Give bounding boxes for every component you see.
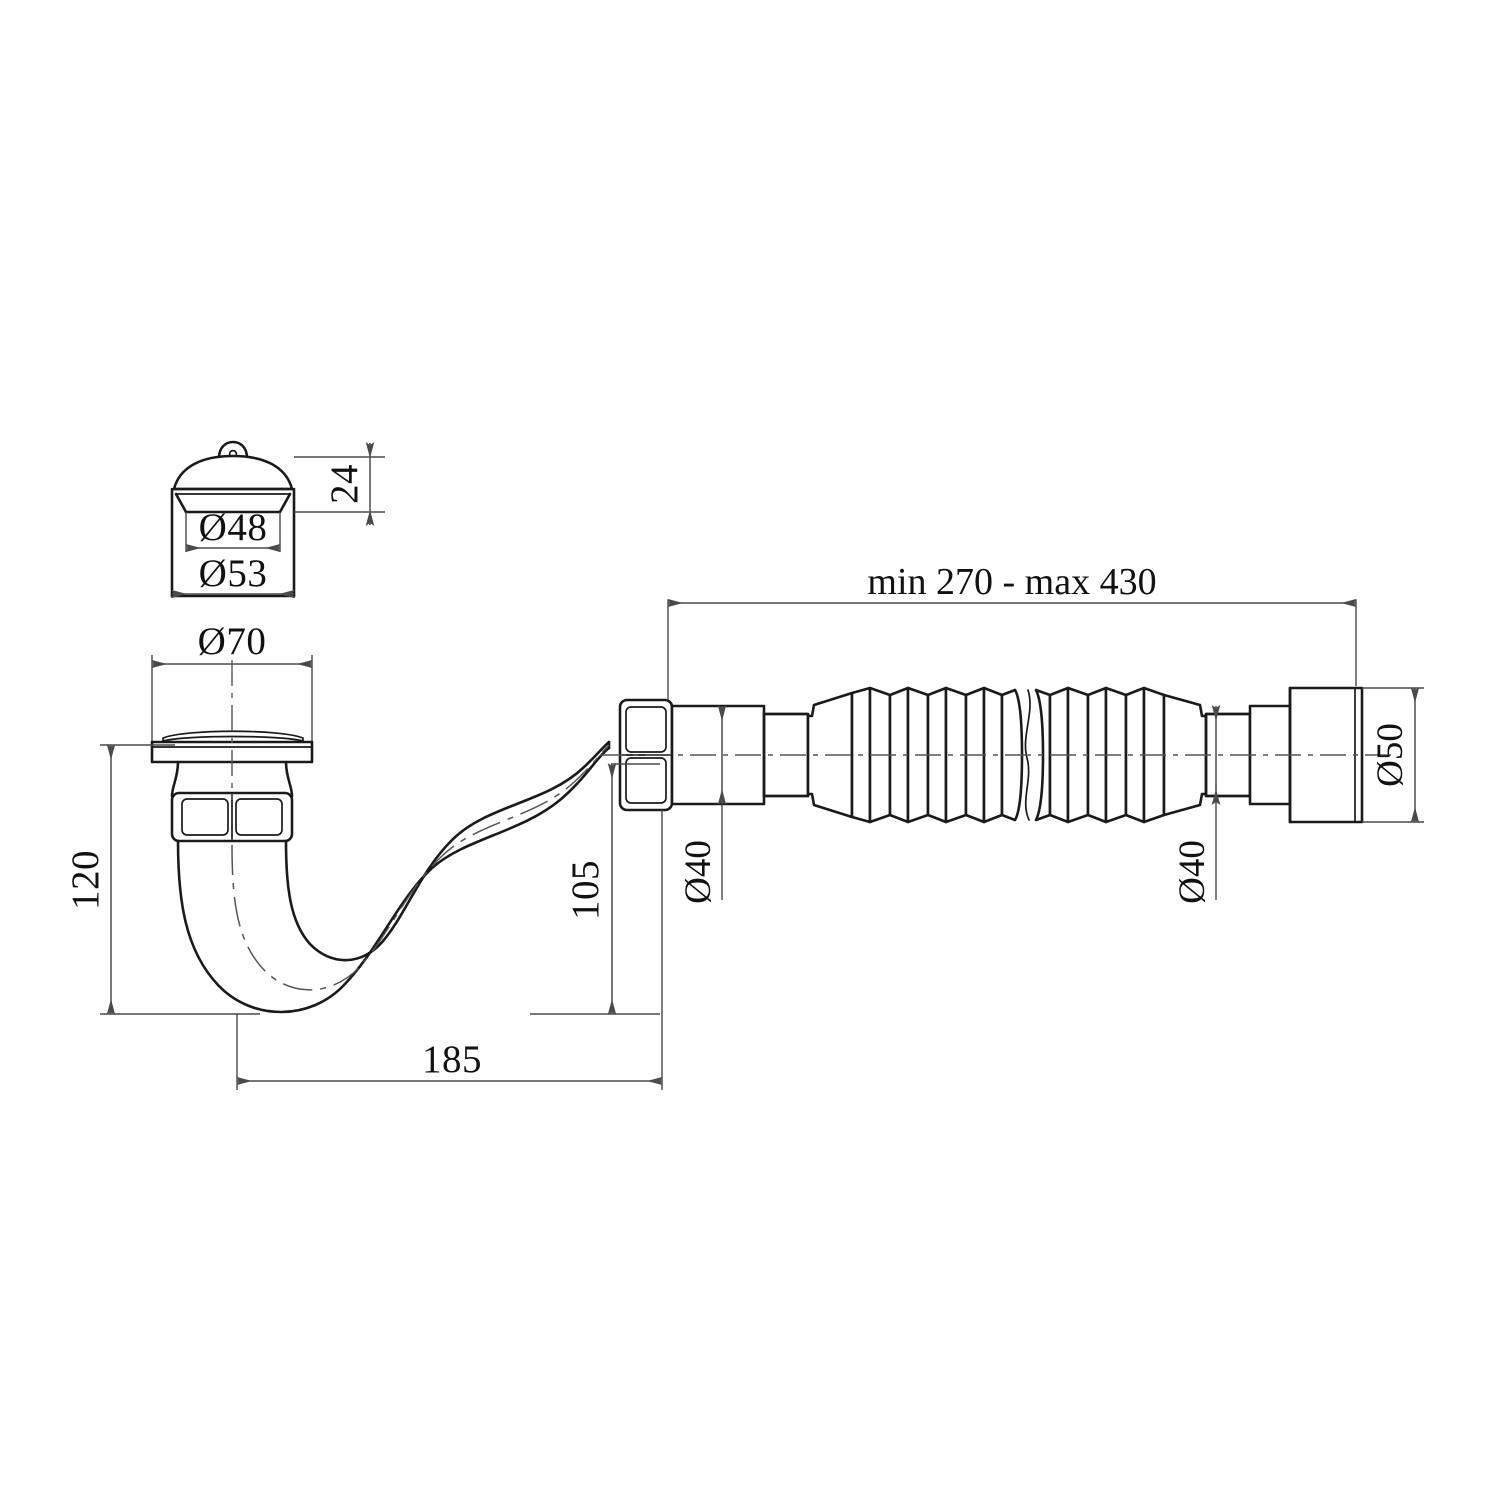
dim-cap-height: 24 — [294, 442, 385, 526]
cap-dome — [172, 454, 294, 491]
dim-end-socket-diameter: Ø50 — [1362, 687, 1424, 823]
dim-cap-inner-diameter: Ø48 — [185, 506, 281, 553]
dim-cap-outer-diameter: Ø53 — [171, 552, 295, 599]
union-nut-inner-left — [181, 798, 229, 836]
dim-outlet-height: 105 — [530, 763, 660, 1015]
dim-cap-outer-diameter-label: Ø53 — [199, 552, 268, 595]
trap-outer-left — [176, 746, 611, 1014]
trap-inner-right — [284, 740, 611, 962]
u-bend-trap-body — [176, 740, 611, 1014]
trap-centre-line — [231, 744, 610, 991]
coupling-nut-inner-bottom — [625, 757, 667, 804]
bellows-break-line — [1024, 689, 1031, 821]
dim-trap-length-label: 185 — [422, 1038, 482, 1081]
dim-flange-diameter: Ø70 — [151, 620, 313, 742]
dim-outlet-pipe-diameter-label: Ø40 — [1172, 840, 1213, 904]
dim-flange-diameter-label: Ø70 — [198, 620, 267, 663]
dim-trap-length: 185 — [236, 810, 663, 1090]
cap-skirt-left — [174, 492, 188, 514]
dim-outlet-pipe-diameter: Ø40 — [1172, 705, 1221, 904]
flange-shoulder-left — [170, 760, 180, 798]
coupling-nut-inner-top — [625, 706, 667, 753]
strainer-cap-detail: 24 Ø48 Ø53 — [170, 440, 385, 599]
dim-inlet-pipe-diameter: Ø40 — [678, 705, 727, 904]
union-nut — [170, 791, 294, 843]
dim-end-socket-diameter-label: Ø50 — [1370, 723, 1411, 787]
dim-outlet-height-label: 105 — [564, 860, 607, 920]
cap-skirt-right — [278, 492, 292, 514]
dim-trap-height-label: 120 — [64, 850, 107, 910]
dim-flex-span: min 270 - max 430 — [667, 561, 1357, 700]
dim-cap-height-label: 24 — [323, 464, 366, 504]
union-nut-inner-right — [235, 798, 283, 836]
dim-trap-height: 120 — [64, 744, 260, 1015]
dim-inlet-pipe-diameter-label: Ø40 — [678, 840, 719, 904]
dim-flex-span-label: min 270 - max 430 — [867, 561, 1156, 603]
dim-cap-inner-diameter-label: Ø48 — [199, 506, 268, 549]
flange-shoulder-right — [284, 760, 294, 798]
flange-grate-plate — [162, 730, 304, 742]
